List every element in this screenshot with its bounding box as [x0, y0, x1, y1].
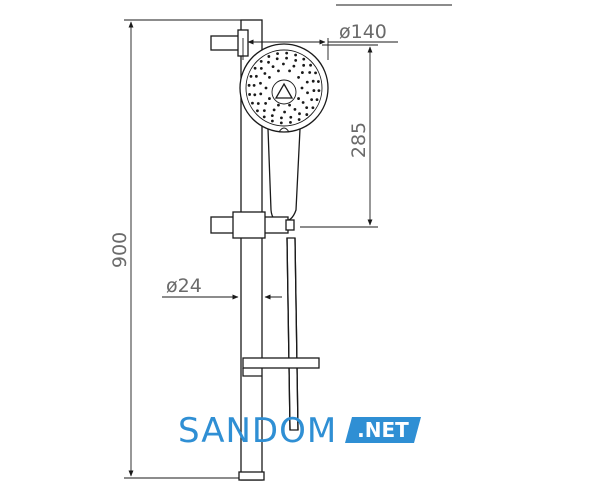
- dimension-24-label: ø24: [166, 275, 202, 297]
- shower-hose: [286, 237, 299, 431]
- nozzle-dot: [262, 115, 266, 119]
- nozzle-dot: [294, 53, 298, 57]
- dimension-head-diameter: ø140: [242, 21, 398, 60]
- nozzle-dot: [297, 118, 301, 121]
- nozzle-dot: [305, 106, 309, 110]
- nozzle-dot: [259, 92, 263, 96]
- nozzle-dot: [264, 86, 268, 90]
- nozzle-dot: [247, 83, 251, 87]
- nozzle-dot: [277, 103, 280, 107]
- nozzle-dot: [272, 108, 276, 112]
- nozzle-dot: [294, 58, 298, 62]
- nozzle-dot: [298, 112, 301, 116]
- nozzle-dot: [300, 86, 304, 90]
- nozzle-dot: [293, 107, 297, 111]
- nozzle-dot: [285, 56, 288, 60]
- nozzle-dot: [317, 80, 320, 83]
- nozzle-dot: [275, 57, 279, 61]
- nozzle-dot: [308, 71, 312, 74]
- dimension-rail-diameter: ø24: [162, 275, 282, 300]
- nozzle-dot: [254, 74, 258, 78]
- dimension-140-label: ø140: [339, 21, 387, 43]
- nozzle-dot: [289, 121, 292, 124]
- rail-bottom-cap: [238, 471, 265, 481]
- nozzle-dot: [264, 102, 268, 105]
- nozzle-dot: [253, 66, 257, 70]
- nozzle-dot: [263, 72, 267, 75]
- nozzle-dot: [309, 63, 312, 67]
- nozzle-dot: [288, 69, 291, 73]
- nozzle-dot: [277, 69, 280, 73]
- nozzle-dot: [267, 55, 271, 58]
- nozzle-dot: [312, 89, 316, 92]
- nozzle-dot: [252, 84, 256, 87]
- nozzle-dot: [305, 80, 309, 84]
- spray-mode-triangle-icon: [274, 82, 294, 99]
- nozzle-dot: [302, 57, 306, 61]
- nozzle-dot: [259, 66, 263, 70]
- nozzle-dot: [311, 106, 315, 110]
- nozzle-dot: [262, 109, 266, 113]
- nozzle-dot: [249, 74, 253, 78]
- dimension-handset-length: 285: [300, 44, 378, 228]
- nozzle-dot: [297, 97, 300, 100]
- nozzle-dot: [259, 60, 263, 63]
- nozzle-dot: [256, 102, 260, 105]
- nozzle-dot: [268, 97, 271, 100]
- nozzle-dot: [282, 62, 285, 66]
- nozzle-dot: [267, 60, 270, 64]
- nozzle-dot: [310, 98, 314, 102]
- nozzle-dot: [256, 109, 259, 113]
- nozzle-dot: [251, 101, 254, 105]
- top-wall-bracket: [210, 29, 249, 57]
- nozzle-dot: [306, 91, 309, 95]
- nozzle-dot: [279, 121, 283, 125]
- spray-nozzles: [247, 51, 321, 125]
- nozzle-dot: [271, 65, 275, 69]
- nozzle-dot: [317, 89, 321, 93]
- nozzle-dot: [276, 52, 279, 55]
- nozzle-dot: [305, 113, 309, 116]
- soap-dish: [242, 357, 320, 377]
- nozzle-dot: [315, 98, 319, 102]
- nozzle-dot: [270, 114, 274, 118]
- slider-holder: [210, 211, 295, 239]
- nozzle-dot: [292, 64, 296, 68]
- nozzle-dot: [288, 103, 291, 107]
- nozzle-dot: [297, 76, 300, 79]
- dimension-285-label: 285: [348, 122, 370, 158]
- nozzle-dot: [259, 81, 262, 85]
- nozzle-dot: [248, 93, 252, 96]
- dimension-total-height: 900: [109, 19, 246, 479]
- dimension-900-label: 900: [109, 232, 131, 268]
- sandom-watermark: SANDOM .NET: [178, 411, 421, 451]
- nozzle-dot: [285, 51, 289, 55]
- nozzle-dot: [314, 71, 317, 75]
- nozzle-dot: [301, 101, 305, 104]
- watermark-suffix: .NET: [357, 418, 409, 442]
- nozzle-dot: [300, 71, 304, 74]
- nozzle-dot: [283, 110, 286, 114]
- watermark-brand: SANDOM: [178, 411, 337, 451]
- nozzle-dot: [268, 76, 271, 79]
- nozzle-dot: [280, 116, 283, 120]
- nozzle-dot: [311, 79, 315, 83]
- nozzle-dot: [302, 63, 306, 67]
- nozzle-dot: [253, 93, 257, 97]
- nozzle-dot: [270, 119, 274, 123]
- nozzle-dot: [289, 115, 293, 119]
- watermark-net-badge: [345, 417, 421, 443]
